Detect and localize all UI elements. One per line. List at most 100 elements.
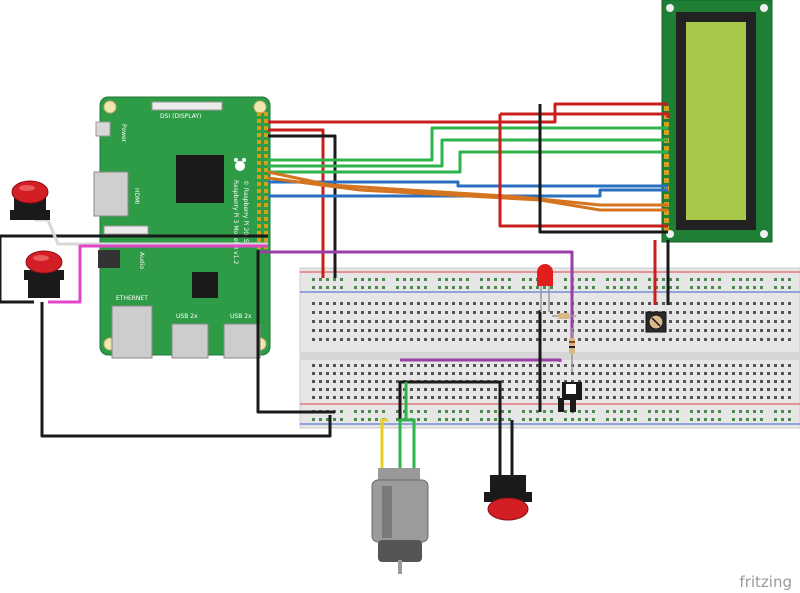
terminal-hole [515,311,518,314]
rail-hole [690,278,693,281]
terminal-hole [389,388,392,391]
terminal-hole [676,364,679,367]
terminal-hole [718,372,721,375]
rail-hole [578,418,581,421]
terminal-hole [347,372,350,375]
terminal-hole [641,302,644,305]
terminal-hole [522,372,525,375]
terminal-hole [627,372,630,375]
terminal-hole [445,388,448,391]
terminal-hole [326,380,329,383]
terminal-hole [550,372,553,375]
motor-end-cap [378,540,422,562]
transistor-leg [570,398,576,412]
terminal-hole [690,380,693,383]
rail-hole [529,286,532,289]
terminal-hole [368,302,371,305]
lcd-pin [664,170,669,175]
terminal-hole [515,388,518,391]
terminal-hole [739,311,742,314]
terminal-hole [543,302,546,305]
rail-hole [543,286,546,289]
rail-hole [648,418,651,421]
rail-hole [312,418,315,421]
terminal-hole [697,372,700,375]
gpio-pin [257,196,261,200]
rail-hole [508,410,511,413]
terminal-hole [466,372,469,375]
terminal-hole [655,380,658,383]
rail-hole [354,278,357,281]
rail-hole [487,410,490,413]
terminal-hole [557,329,560,332]
rail-hole [543,418,546,421]
rail-hole [634,418,637,421]
terminal-hole [340,372,343,375]
rail-hole [522,418,525,421]
rail-hole [452,286,455,289]
gpio-pin [264,126,268,130]
terminal-hole [557,396,560,399]
usb-left-label: USB 2x [176,313,198,320]
button-1-highlight [19,185,35,191]
terminal-hole [333,338,336,341]
gpio-pin [264,203,268,207]
terminal-hole [669,372,672,375]
terminal-hole [522,396,525,399]
terminal-hole [739,364,742,367]
terminal-hole [536,338,539,341]
terminal-hole [760,364,763,367]
terminal-hole [753,372,756,375]
terminal-hole [683,380,686,383]
terminal-hole [683,364,686,367]
terminal-hole [655,388,658,391]
terminal-hole [746,396,749,399]
terminal-hole [725,396,728,399]
rail-hole [648,410,651,413]
rail-hole [697,278,700,281]
rail-hole [354,418,357,421]
gpio-pin [264,217,268,221]
terminal-hole [368,396,371,399]
wire-black-button3 [398,380,502,475]
terminal-hole [732,388,735,391]
terminal-hole [669,302,672,305]
rail-hole [494,418,497,421]
rail-hole [578,278,581,281]
resistor-2-band [569,341,575,343]
rail-hole [746,278,749,281]
terminal-hole [529,372,532,375]
terminal-hole [676,329,679,332]
terminal-hole [473,388,476,391]
terminal-hole [396,320,399,323]
lcd-pin [664,218,669,223]
terminal-hole [361,388,364,391]
terminal-hole [620,380,623,383]
terminal-hole [375,320,378,323]
gpio-pin [257,182,261,186]
terminal-hole [508,329,511,332]
terminal-hole [550,311,553,314]
rail-hole [466,410,469,413]
terminal-hole [312,380,315,383]
terminal-hole [326,302,329,305]
terminal-hole [585,388,588,391]
csi-connector [103,225,149,235]
terminal-hole [683,338,686,341]
rail-hole [634,286,637,289]
terminal-hole [669,329,672,332]
terminal-hole [354,372,357,375]
terminal-hole [634,311,637,314]
terminal-hole [445,372,448,375]
terminal-hole [711,364,714,367]
terminal-hole [375,338,378,341]
terminal-hole [774,388,777,391]
rail-hole [760,278,763,281]
rail-hole [319,418,322,421]
terminal-hole [340,338,343,341]
terminal-hole [585,320,588,323]
rail-hole [501,278,504,281]
terminal-hole [704,311,707,314]
lcd-pin [664,146,669,151]
terminal-hole [585,380,588,383]
